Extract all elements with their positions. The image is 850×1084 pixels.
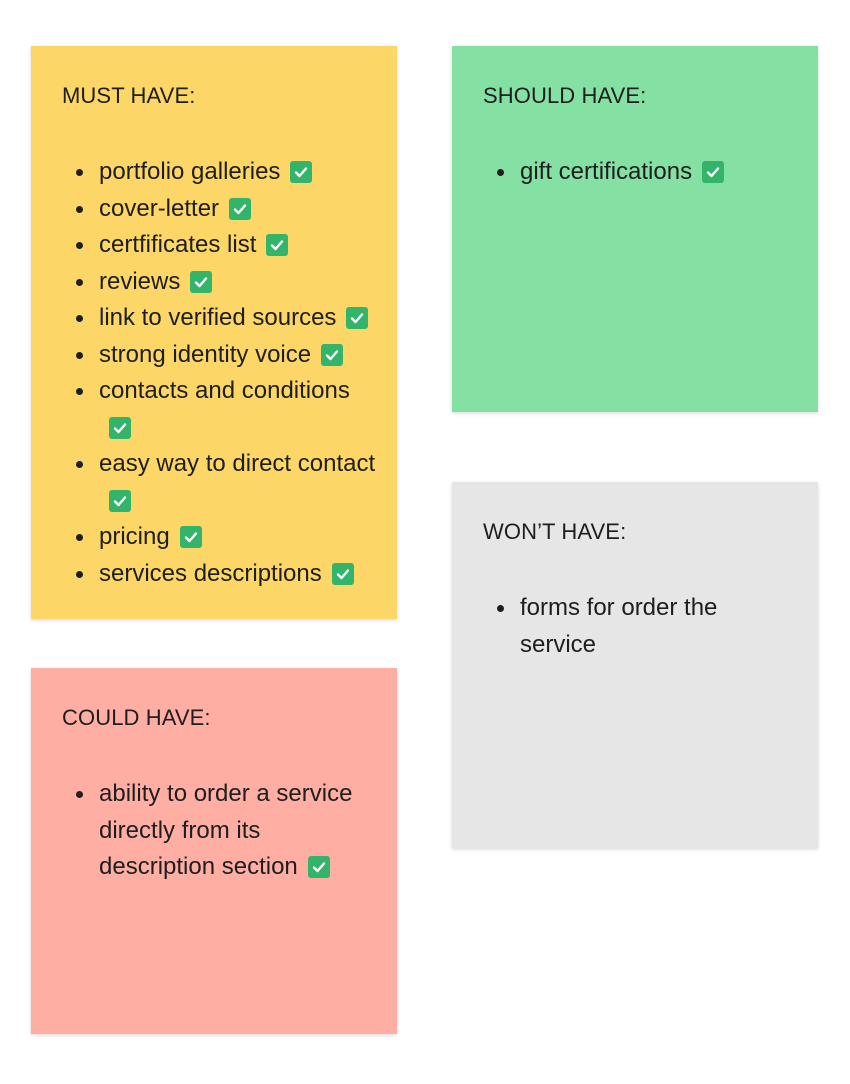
list-item: ability to order a service directly from… [62,776,377,886]
note-title: WON’T HAVE: [483,519,627,544]
bullet-icon [76,242,83,249]
item-text: certfificates list [99,231,257,258]
list-item: contacts and conditions [62,373,377,446]
bullet-icon [76,278,83,286]
sticky-note-must-have[interactable]: MUST HAVE: portfolio galleries cover-let… [31,46,397,619]
note-list: gift certifications [483,154,798,191]
bullet-icon [497,169,504,176]
item-text: forms for order the service [520,594,718,658]
note-title: MUST HAVE: [62,83,196,108]
item-text: strong identity voice [99,340,312,368]
bullet-icon [76,315,83,322]
bullet-icon [76,534,83,541]
list-item: cover-letter [62,191,377,228]
sticky-note-should-have[interactable]: SHOULD HAVE: gift certifications [452,46,818,412]
bullet-icon [76,169,83,176]
bullet-icon [76,570,83,578]
check-box-icon [307,856,330,878]
note-list: portfolio galleries cover-letter certfif… [62,154,377,592]
bullet-icon [76,388,83,395]
item-text: portfolio galleries [99,158,281,185]
list-item: portfolio galleries [62,154,377,191]
check-box-icon [266,234,289,256]
note-list: ability to order a service directly from… [62,776,377,886]
item-text: ability to order a service directly from… [99,780,353,880]
check-box-icon [321,343,344,366]
check-box-icon [109,489,131,512]
item-text: easy way to direct contact [99,450,376,477]
list-item: pricing [62,519,377,556]
list-item: link to verified sources [62,300,377,337]
check-box-icon [331,562,354,585]
check-box-icon [346,307,369,329]
bullet-icon [76,461,83,468]
item-text: cover-letter [99,194,220,222]
check-box-icon [229,197,252,220]
item-text: contacts and conditions [99,377,350,404]
list-item: services descriptions [62,556,377,593]
list-item: reviews [62,264,377,301]
list-item: forms for order the service [483,590,798,663]
check-box-icon [190,270,213,293]
list-item: easy way to direct contact [62,446,377,519]
bullet-icon [76,791,83,798]
item-text: services descriptions [99,559,322,587]
check-box-icon [179,526,202,548]
note-list: forms for order the service [483,590,798,663]
sticky-note-wont-have[interactable]: WON’T HAVE: forms for order the service [452,482,818,848]
item-text: reviews [99,267,181,295]
item-text: gift certifications [520,158,693,185]
sticky-note-could-have[interactable]: COULD HAVE: ability to order a service d… [31,668,397,1034]
bullet-icon [76,351,83,359]
bullet-icon [76,205,83,213]
check-box-icon [702,161,725,183]
list-item: strong identity voice [62,337,377,374]
check-box-icon [290,161,313,183]
note-title: COULD HAVE: [62,705,211,730]
note-title: SHOULD HAVE: [483,83,647,108]
bullet-icon [497,605,504,612]
check-box-icon [109,416,131,439]
item-text: pricing [99,523,170,550]
item-text: link to verified sources [99,304,337,331]
list-item: gift certifications [483,154,798,191]
list-item: certfificates list [62,227,377,264]
